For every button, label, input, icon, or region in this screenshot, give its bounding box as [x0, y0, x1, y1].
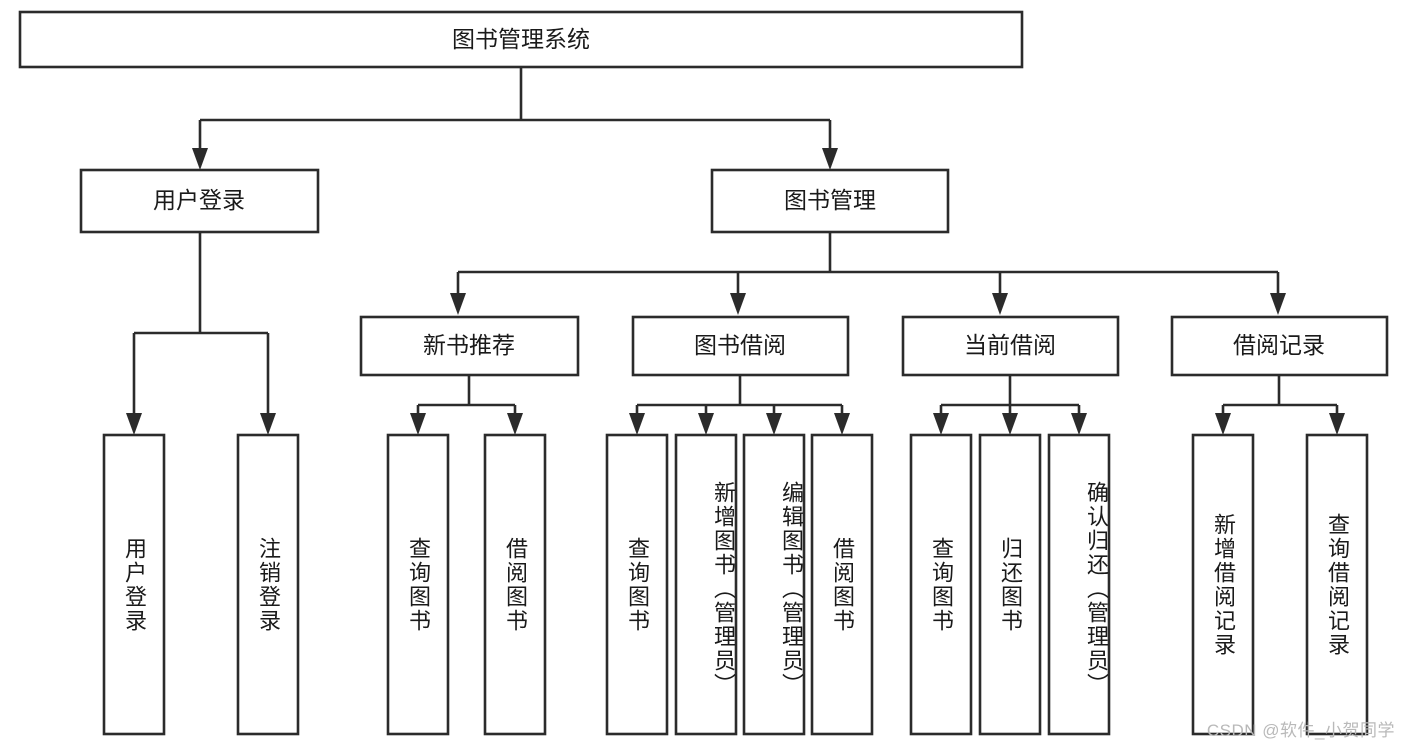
node-root-box[interactable] [18, 10, 1024, 69]
node-login-box[interactable] [79, 168, 320, 234]
arrow-head-leaf9 [933, 413, 949, 435]
edge-login-to-leaves [126, 232, 276, 435]
arrow-head-leaf10 [1002, 413, 1018, 435]
arrow-head-current [992, 293, 1008, 315]
node-borrow-label: 图书借阅 [694, 332, 786, 358]
node-login-label: 用户登录 [153, 187, 245, 213]
arrow-head-leaf8 [834, 413, 850, 435]
edge-root-to-level2 [192, 67, 838, 170]
node-records-label: 借阅记录 [1233, 332, 1325, 358]
node-leaf3-box[interactable] [386, 433, 450, 736]
node-records-box[interactable] [1170, 315, 1389, 377]
node-root[interactable]: 图书管理系统 [18, 10, 1024, 69]
node-leaf2-box[interactable] [236, 433, 300, 736]
csdn-watermark: CSDN @软件_小贺同学 [1206, 721, 1395, 740]
arrow-head-borrow [730, 293, 746, 315]
arrow-head-leaf12 [1215, 413, 1231, 435]
node-leaf9-box[interactable] [909, 433, 973, 736]
node-current[interactable]: 当前借阅 [901, 315, 1120, 377]
node-records[interactable]: 借阅记录 [1170, 315, 1389, 377]
arrow-head-leaf13 [1329, 413, 1345, 435]
node-leaf7-box[interactable] [742, 433, 806, 736]
node-bookmgmt-box[interactable] [710, 168, 950, 234]
arrow-head-leaf4 [507, 413, 523, 435]
arrow-head-records [1270, 293, 1286, 315]
arrow-head-leaf6 [698, 413, 714, 435]
node-current-box[interactable] [901, 315, 1120, 377]
edge-newbook-to-leaves [410, 375, 523, 435]
node-borrow-box[interactable] [631, 315, 850, 377]
edge-records-to-leaves [1215, 375, 1345, 435]
node-leaf10-box[interactable] [978, 433, 1042, 736]
node-bookmgmt-label: 图书管理 [784, 187, 876, 213]
edge-bookmgmt-to-level3 [450, 232, 1286, 315]
node-leaf13-box[interactable] [1305, 433, 1369, 736]
node-leaf1-box[interactable] [102, 433, 166, 736]
node-leaf4-box[interactable] [483, 433, 547, 736]
node-leaf8-box[interactable] [810, 433, 874, 736]
node-leaf12-box[interactable] [1191, 433, 1255, 736]
node-bookmgmt[interactable]: 图书管理 [710, 168, 950, 234]
arrow-head-leaf5 [629, 413, 645, 435]
node-borrow[interactable]: 图书借阅 [631, 315, 850, 377]
node-newbook-label: 新书推荐 [423, 332, 515, 358]
node-root-label: 图书管理系统 [452, 26, 590, 52]
arrow-head-leaf2 [260, 413, 276, 435]
node-leaf5-box[interactable] [605, 433, 669, 736]
node-newbook[interactable]: 新书推荐 [359, 315, 580, 377]
node-newbook-box[interactable] [359, 315, 580, 377]
arrow-head-leaf3 [410, 413, 426, 435]
arrow-head-leaf1 [126, 413, 142, 435]
edge-borrow-to-leaves [629, 375, 850, 435]
arrow-head-bookmgmt [822, 148, 838, 170]
node-leaf6-box[interactable] [674, 433, 738, 736]
node-login[interactable]: 用户登录 [79, 168, 320, 234]
arrow-head-leaf11 [1071, 413, 1087, 435]
edge-current-to-leaves [933, 375, 1087, 435]
node-leaf11-box[interactable] [1047, 433, 1111, 736]
arrow-head-login [192, 148, 208, 170]
arrow-head-newbook [450, 293, 466, 315]
arrow-head-leaf7 [766, 413, 782, 435]
node-current-label: 当前借阅 [964, 332, 1056, 358]
